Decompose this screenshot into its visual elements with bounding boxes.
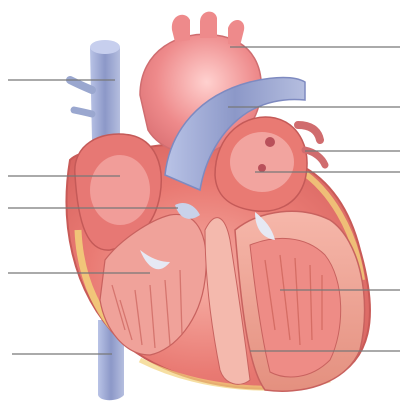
left-ventricle bbox=[235, 211, 365, 391]
